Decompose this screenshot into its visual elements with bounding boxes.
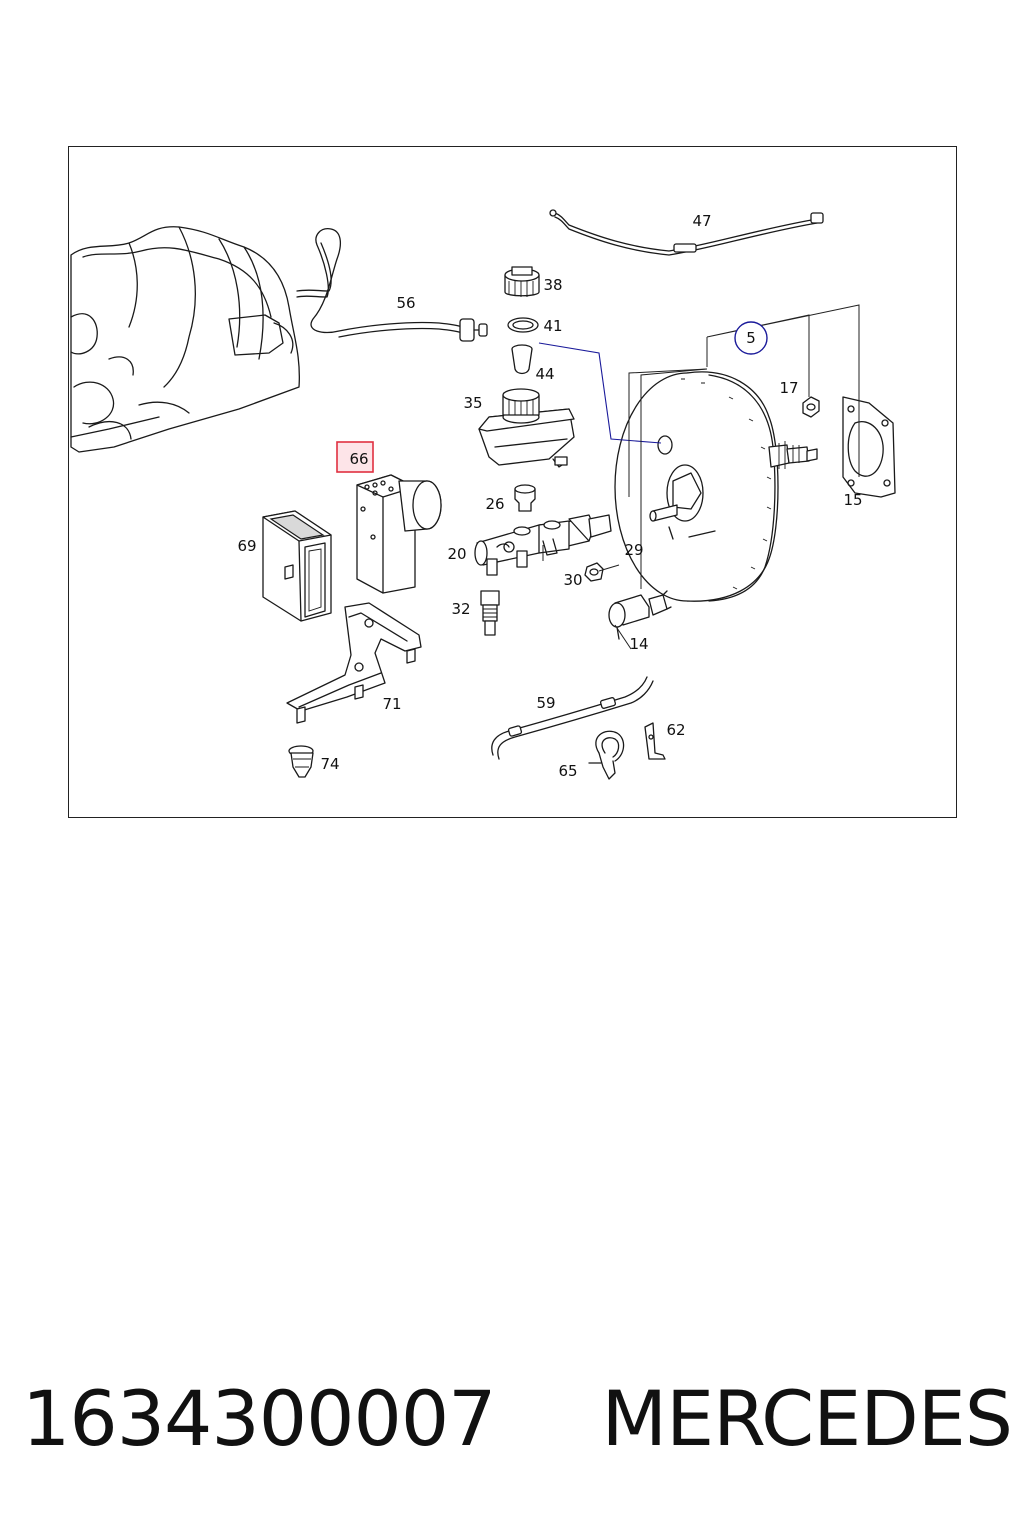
hydraulic-unit-66	[356, 474, 442, 594]
check-valve-14	[608, 590, 672, 640]
callout-26: 26	[485, 495, 504, 513]
callout-56: 56	[396, 294, 415, 312]
callout-labels: 5 14 15 17 20 26 29 30 32 35 38 41 44 47…	[237, 212, 862, 780]
callout-41: 41	[543, 317, 562, 335]
reservoir-cap-38	[504, 266, 540, 297]
parts-diagram: 5 14 15 17 20 26 29 30 32 35 38 41 44 47…	[68, 146, 957, 818]
brand-name: MERCEDES	[601, 1373, 1013, 1463]
callout-30: 30	[563, 571, 582, 589]
callout-15: 15	[843, 491, 862, 509]
callout-59: 59	[536, 694, 555, 712]
callout-29: 29	[624, 541, 643, 559]
callout-74: 74	[320, 755, 339, 773]
callout-66: 66	[349, 450, 368, 468]
master-cylinder-20	[474, 514, 612, 576]
callout-35: 35	[463, 394, 482, 412]
pressure-switch-32	[480, 590, 500, 636]
listing-caption: 1634300007 MERCEDES	[22, 1368, 1013, 1468]
callout-71: 71	[382, 695, 401, 713]
callout-17: 17	[779, 379, 798, 397]
rubber-grommet-74	[288, 745, 314, 778]
callout-20: 20	[447, 545, 466, 563]
callout-62: 62	[666, 721, 685, 739]
brake-line-47	[549, 209, 824, 256]
gasket-15	[842, 396, 896, 498]
callout-38: 38	[543, 276, 562, 294]
highlight-box-66	[336, 441, 374, 473]
callout-65: 65	[558, 762, 577, 780]
nut-17	[802, 396, 820, 418]
callout-5: 5	[746, 329, 756, 347]
mounting-bracket-71	[286, 602, 422, 724]
control-module-69	[262, 510, 332, 622]
small-bracket-62	[644, 722, 666, 760]
callout-14: 14	[629, 635, 648, 653]
strainer-44	[511, 344, 533, 375]
vacuum-hose-59	[491, 676, 654, 760]
engine-housing-drawing	[70, 226, 300, 453]
callout-44: 44	[535, 365, 554, 383]
callout-circle-5	[734, 321, 768, 355]
brake-fluid-reservoir-35	[478, 388, 575, 468]
callout-32: 32	[451, 600, 470, 618]
callout-47: 47	[692, 212, 711, 230]
vacuum-hose-56	[296, 228, 488, 342]
exploded-view-drawing: 5 14 15 17 20 26 29 30 32 35 38 41 44 47…	[70, 209, 896, 780]
grommet-26	[514, 484, 536, 512]
hose-clip-65	[588, 730, 625, 780]
leader-lines	[538, 304, 860, 650]
part-number: 1634300007	[22, 1373, 497, 1463]
callout-69: 69	[237, 537, 256, 555]
seal-ring-41	[507, 317, 539, 333]
nut-30	[584, 562, 604, 582]
brake-booster-5	[614, 371, 818, 602]
